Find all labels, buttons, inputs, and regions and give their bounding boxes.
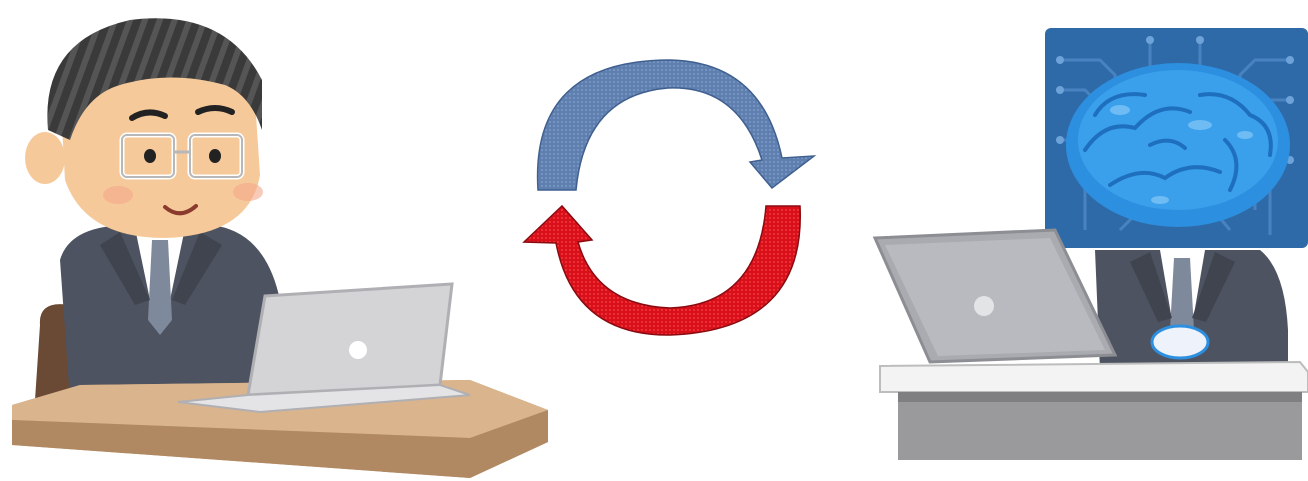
human-user-illustration (0, 0, 570, 481)
exchange-cycle (500, 0, 840, 481)
arrow-left-icon (524, 206, 800, 335)
ai-brain-operator-at-laptop-icon (860, 0, 1308, 481)
arrow-right-icon (538, 60, 814, 190)
businessman-at-laptop-icon (0, 0, 570, 481)
circular-exchange-arrows-icon (500, 0, 840, 481)
brain-icon (1066, 63, 1290, 227)
ai-operator-illustration (860, 0, 1308, 481)
